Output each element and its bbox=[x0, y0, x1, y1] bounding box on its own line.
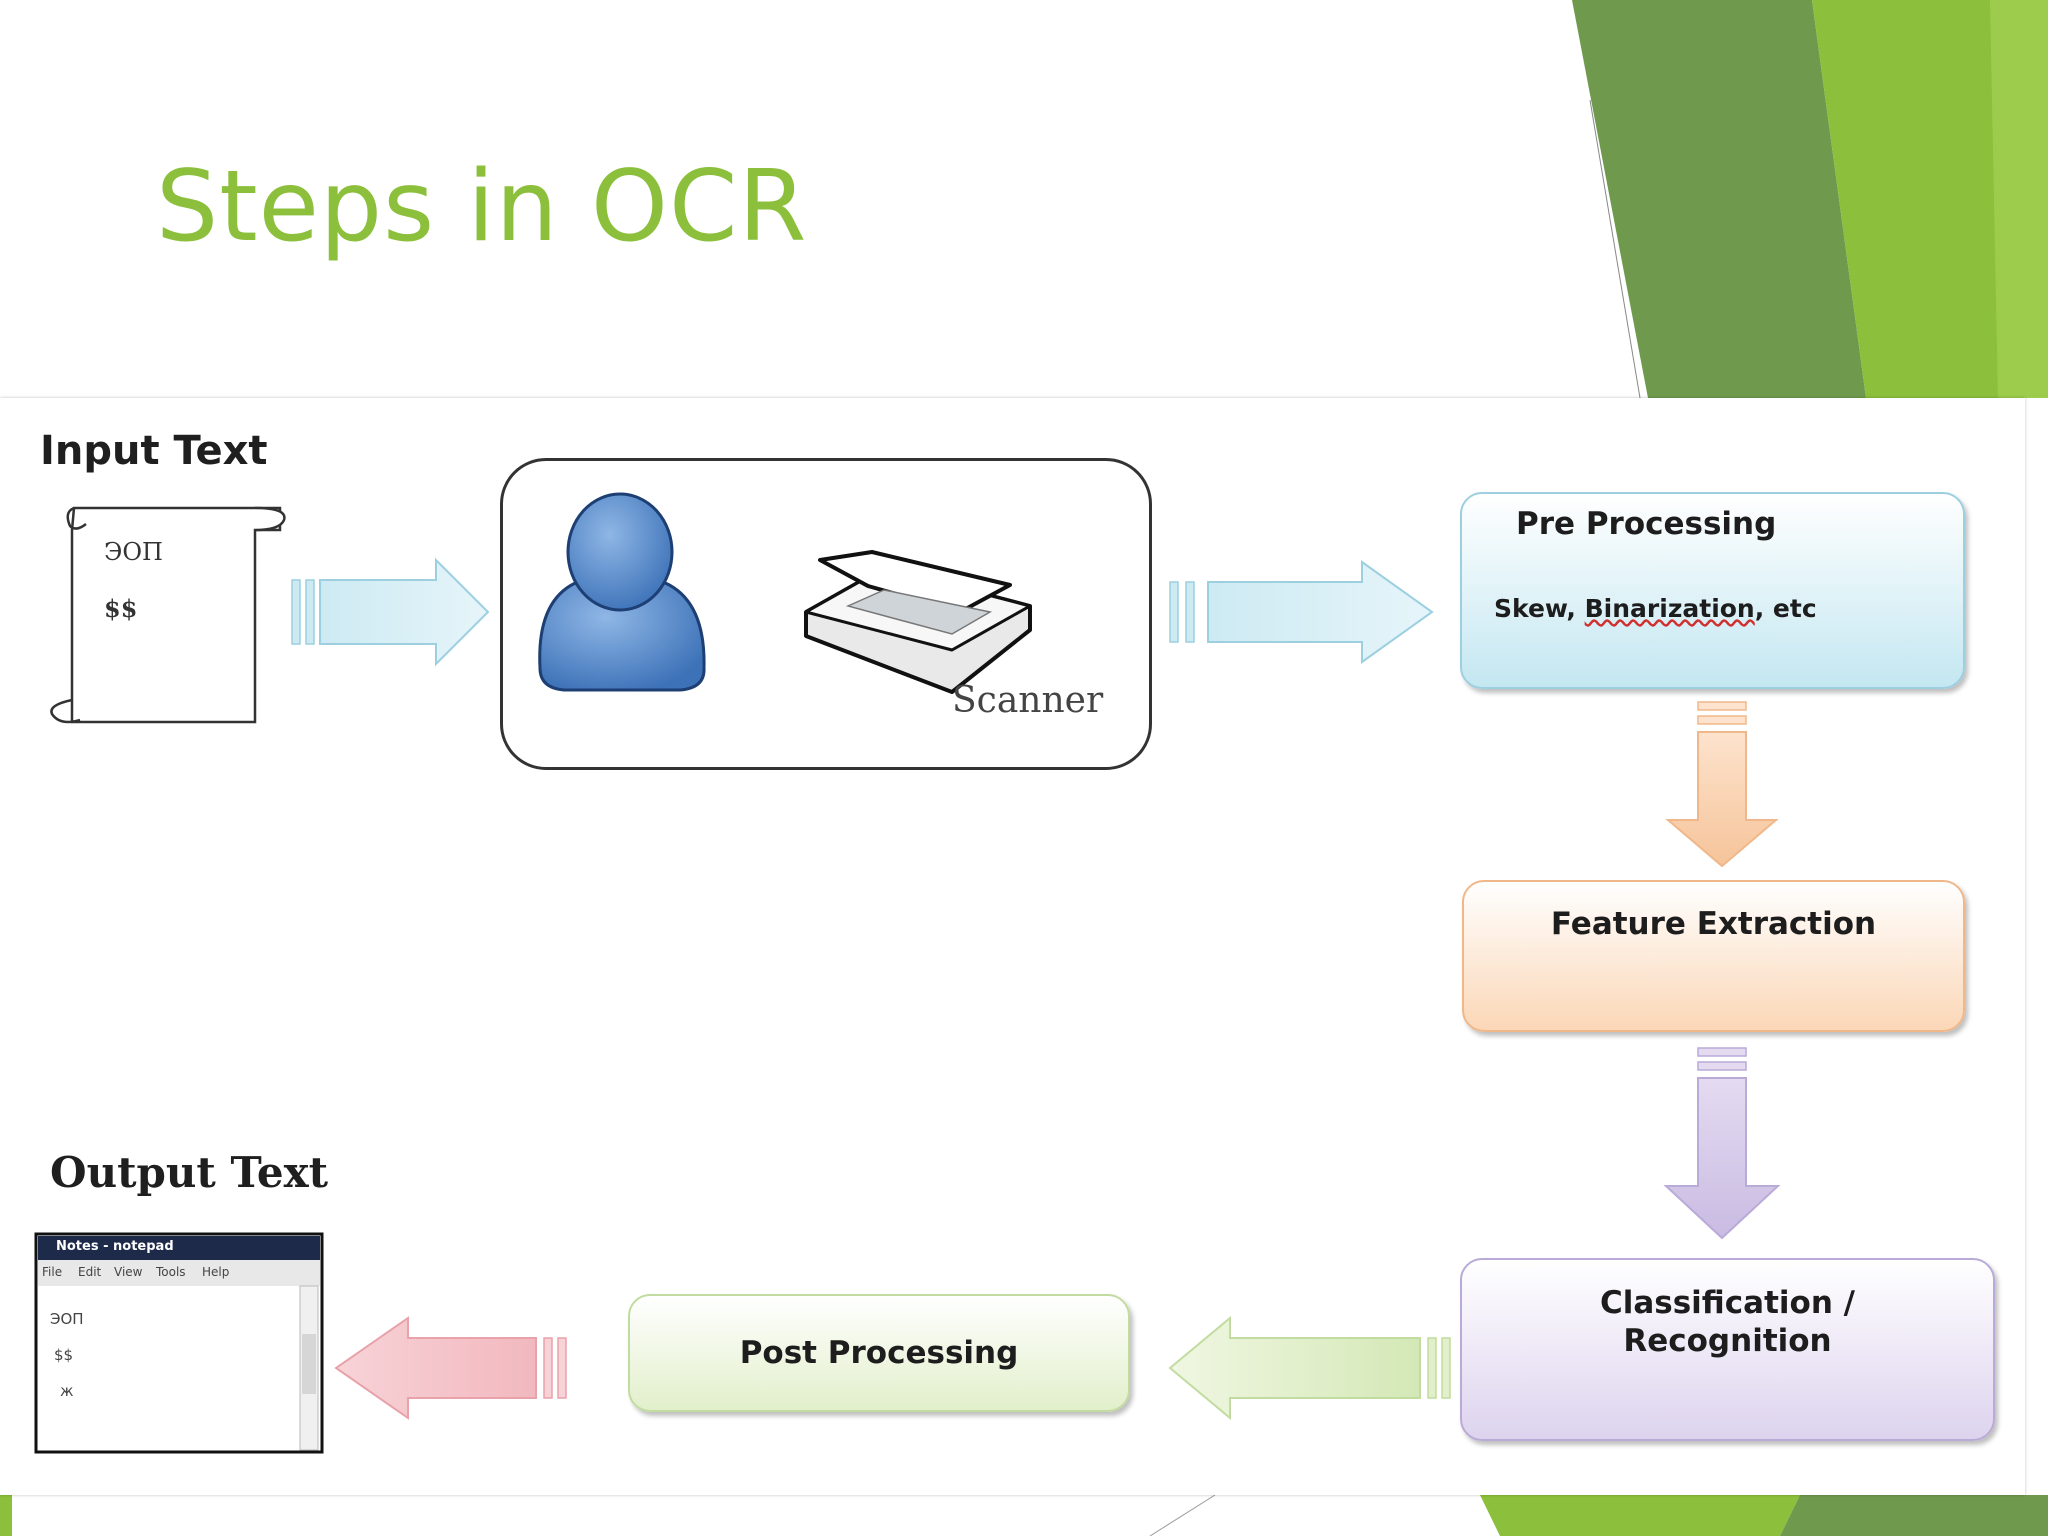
person-icon bbox=[538, 492, 706, 692]
arrow-classification-to-postprocessing bbox=[1168, 1315, 1451, 1421]
deco-bottom-line bbox=[1149, 1494, 1216, 1536]
output-window-line: ЭОП bbox=[50, 1310, 84, 1328]
deco-bottom-shape bbox=[1480, 1495, 1800, 1536]
capture-stage-box bbox=[500, 458, 1152, 770]
output-window-menu-item: Edit bbox=[78, 1265, 102, 1279]
arrow-feature-to-classification bbox=[1663, 1047, 1781, 1240]
pre-processing-detail-suffix: , etc bbox=[1754, 594, 1817, 623]
output-window-title: Notes - notepad bbox=[56, 1239, 174, 1254]
arrow-postprocessing-to-output bbox=[334, 1316, 567, 1420]
output-window-menu-item: Tools bbox=[156, 1265, 186, 1279]
input-text-label: Input Text bbox=[40, 428, 268, 474]
slide-title: Steps in OCR bbox=[156, 150, 808, 264]
input-doc-line: $$ bbox=[104, 594, 138, 623]
deco-green-shape bbox=[1812, 0, 2048, 398]
output-window-icon bbox=[34, 1232, 324, 1454]
output-window-menu-item: Help bbox=[202, 1265, 230, 1279]
scanner-label: Scanner bbox=[952, 680, 1104, 721]
classification-label: Classification / Recognition bbox=[1600, 1284, 1855, 1360]
pre-processing-detail-underlined: Binarization bbox=[1584, 594, 1755, 623]
post-processing-label: Post Processing bbox=[739, 1335, 1019, 1371]
pre-processing-title: Pre Processing bbox=[1516, 506, 1777, 542]
scanner-icon bbox=[804, 550, 1032, 694]
input-doc-line: ЭОП bbox=[104, 538, 163, 566]
input-document-icon bbox=[50, 506, 286, 724]
classification-line1: Classification / bbox=[1599, 1285, 1856, 1321]
deco-light-green-shape bbox=[1990, 0, 2048, 398]
post-processing-box: Post Processing bbox=[628, 1294, 1130, 1412]
arrow-scanner-to-preprocessing bbox=[1169, 560, 1434, 664]
output-text-label: Output Text bbox=[50, 1148, 329, 1197]
output-window-menu-item: View bbox=[114, 1265, 143, 1279]
deco-dark-green-shape bbox=[1572, 0, 1866, 398]
feature-extraction-label: Feature Extraction bbox=[1550, 906, 1877, 942]
output-window-line: ж bbox=[60, 1382, 74, 1400]
deco-bottom-dark-shape bbox=[1780, 1495, 2048, 1536]
arrow-preprocessing-to-feature bbox=[1665, 701, 1779, 868]
arrow-input-to-scanner bbox=[291, 557, 490, 667]
feature-extraction-box: Feature Extraction bbox=[1462, 880, 1965, 1032]
output-window-line: $$ bbox=[54, 1346, 74, 1364]
pre-processing-detail: Skew, Binarization, etc bbox=[1494, 594, 1817, 623]
output-window-menu-item: File bbox=[42, 1265, 63, 1279]
pre-processing-box: Pre Processing Skew, Binarization, etc bbox=[1460, 492, 1965, 689]
classification-box: Classification / Recognition bbox=[1460, 1258, 1995, 1441]
pre-processing-detail-prefix: Skew, bbox=[1494, 594, 1585, 623]
deco-line bbox=[1589, 99, 1641, 399]
classification-line2: Recognition bbox=[1623, 1323, 1832, 1359]
